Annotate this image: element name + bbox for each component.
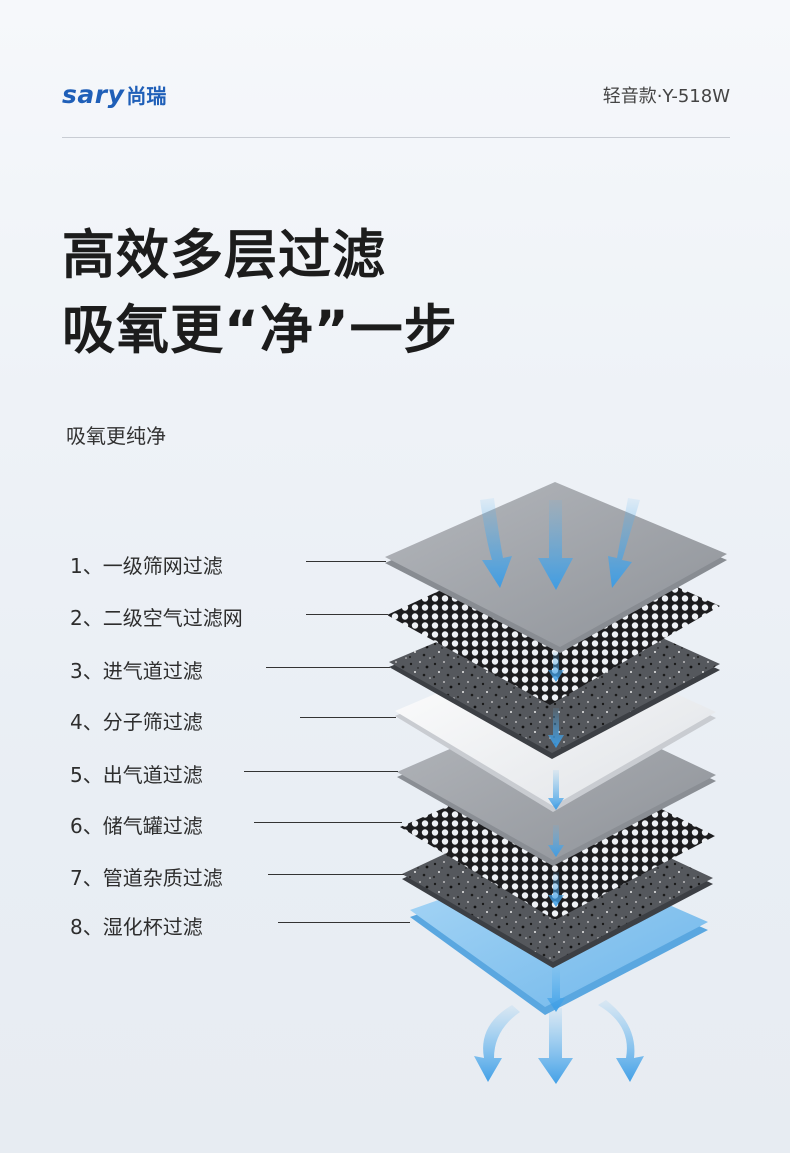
arrow-down-icon: [548, 825, 564, 857]
arrow-down-icon: [547, 968, 565, 1012]
subtitle: 吸氧更纯净: [66, 424, 166, 448]
leader-line: [254, 822, 402, 823]
layer-label: 8、湿化杯过滤: [70, 915, 203, 939]
leader-line: [300, 717, 396, 718]
brand-name-cn: 尚瑞: [126, 84, 167, 108]
model-name: 轻音款·Y-518W: [602, 86, 730, 107]
arrow-down-icon: [548, 708, 564, 748]
leader-line: [268, 874, 404, 875]
leader-line: [266, 667, 390, 668]
airflow-in-arrows: [480, 498, 640, 590]
layer-label: 1、一级筛网过滤: [70, 554, 223, 578]
brand-logo[interactable]: sary 尚瑞: [62, 80, 166, 109]
header: sary 尚瑞 轻音款·Y-518W: [62, 72, 730, 117]
layer-label: 5、出气道过滤: [70, 763, 203, 787]
header-divider: [62, 137, 730, 138]
headline-line-1: 高效多层过滤: [62, 225, 386, 286]
layer-label: 4、分子筛过滤: [70, 710, 203, 734]
brand-name-en: sary: [62, 80, 125, 109]
arrow-down-icon: [548, 652, 564, 682]
arrow-down-icon: [538, 500, 573, 590]
arrow-curve-right-icon: [598, 1000, 644, 1082]
leader-line: [306, 561, 386, 562]
arrow-down-icon: [538, 1008, 573, 1084]
leader-line: [244, 771, 398, 772]
layer-label: 2、二级空气过滤网: [70, 606, 243, 630]
layer-label: 3、进气道过滤: [70, 659, 203, 683]
headline: 高效多层过滤 吸氧更“净”一步: [62, 218, 458, 368]
airflow-out-arrows: [474, 1000, 644, 1084]
layer-label: 6、储气罐过滤: [70, 814, 203, 838]
arrow-down-icon: [548, 872, 564, 907]
arrow-down-icon: [480, 498, 512, 588]
leader-line: [278, 922, 410, 923]
arrow-curve-left-icon: [474, 1005, 520, 1082]
layer-label: 7、管道杂质过滤: [70, 866, 223, 890]
leader-line: [306, 614, 388, 615]
airflow-through-arrows: [547, 652, 565, 1012]
arrow-down-icon: [548, 770, 564, 810]
arrow-down-icon: [608, 498, 640, 588]
headline-line-2: 吸氧更“净”一步: [62, 300, 458, 361]
